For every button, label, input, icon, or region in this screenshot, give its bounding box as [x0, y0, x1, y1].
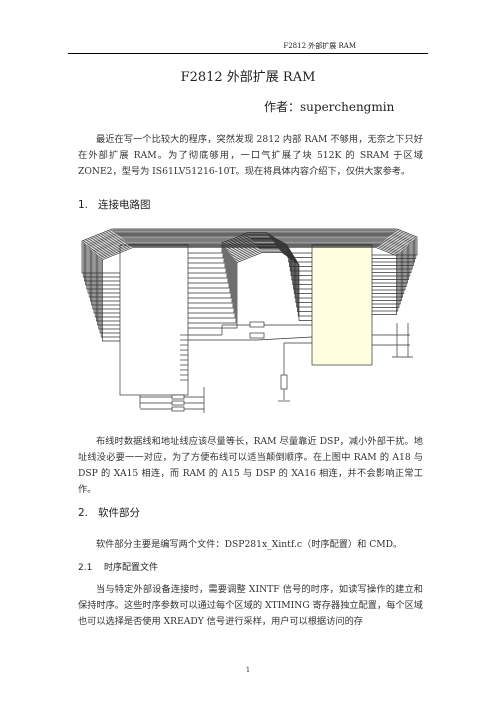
bus-wire [92, 238, 407, 310]
page-header: F2812 外部扩展 RAM [283, 42, 356, 50]
bus-wire [188, 248, 312, 314]
timing-paragraph: 当与特定外部设备连接时，需要调整 XINTF 信号的时序，如读写操作的建立和保持… [78, 584, 423, 627]
bus-wire [84, 230, 415, 282]
section-1-title: 连接电路图 [98, 199, 151, 211]
section-1-number: 1. [78, 199, 89, 211]
bus-wire [188, 235, 312, 264]
bus-wire [188, 243, 312, 294]
section-2-title: 软件部分 [98, 507, 140, 519]
author-line: 作者：superchengmin [264, 100, 395, 114]
bus-wire [188, 244, 312, 299]
software-intro-paragraph: 软件部分主要是编写两个文件：DSP281x_Xintf.c（时序配置）和 CMD… [96, 539, 403, 550]
section-2-1-number: 2.1 [78, 563, 93, 573]
bus-wire [188, 240, 312, 284]
intro-paragraph: 最近在写一个比较大的程序，突然发现 2812 内部 RAM 不够用，无奈之下只好… [78, 134, 423, 177]
bus-wire [188, 246, 312, 309]
bus-wire [188, 250, 312, 324]
section-2-1-heading: 2.1 时序配置文件 [78, 560, 158, 573]
bus-wire [98, 244, 401, 330]
bus-wire [188, 239, 312, 279]
bus-wire [100, 246, 399, 338]
bus-wire [188, 245, 312, 304]
bus-wire [188, 236, 312, 269]
section-2-number: 2. [78, 507, 89, 519]
circuit-note-paragraph: 布线时数据线和地址线应该尽量等长，RAM 尽量靠近 DSP，减小外部干扰。地址线… [78, 436, 423, 495]
section-2-1-title: 时序配置文件 [104, 563, 159, 573]
bus-wire [188, 249, 312, 319]
section-2-heading: 2. 软件部分 [78, 505, 140, 520]
bus-wire [93, 239, 406, 314]
bus-wire [188, 252, 312, 329]
bus-wire [85, 231, 414, 286]
bus-wire [91, 237, 408, 306]
bus-wire [82, 229, 417, 278]
bus-wire [188, 241, 312, 289]
bus-wire [102, 247, 397, 342]
bus-wire [188, 237, 312, 274]
header-rule [68, 53, 428, 54]
section-1-heading: 1. 连接电路图 [78, 197, 151, 212]
document-title: F2812 外部扩展 RAM [180, 70, 316, 85]
connection-circuit-diagram [81, 228, 418, 413]
page-number: 1 [245, 666, 251, 674]
bus-wire [81, 228, 418, 274]
bus-wire [86, 233, 413, 290]
